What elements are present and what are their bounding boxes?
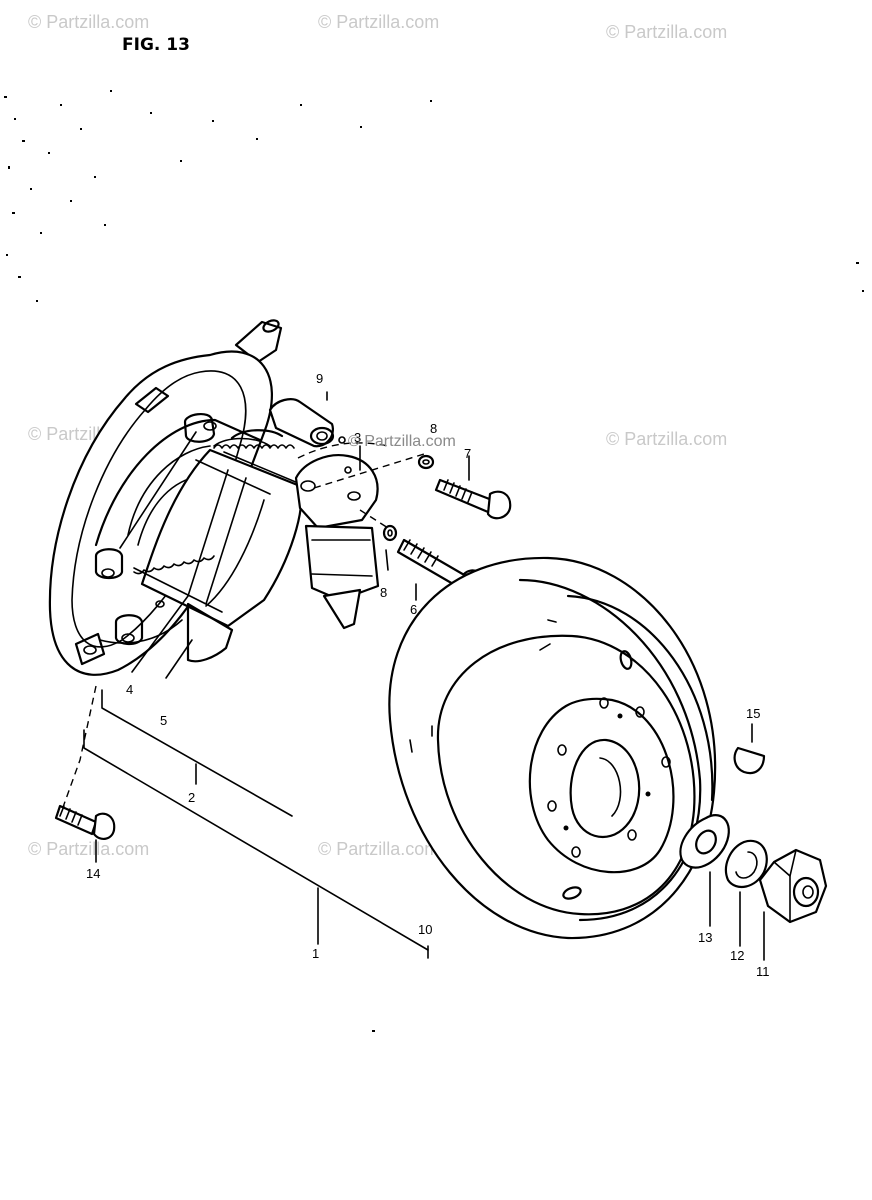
washer-8-top [417,454,435,470]
callout-7: 7 [464,446,471,461]
callout-13: 13 [698,930,712,945]
watermark: © Partzilla.com [348,433,456,450]
callout-leaders [95,391,765,961]
watermark: © Partzilla.com [606,22,727,42]
leader-lines [61,442,425,811]
woodruff-key-15 [733,746,766,775]
callout-14: 14 [86,866,100,881]
callout-15: 15 [746,706,760,721]
callout-3: 3 [354,430,361,445]
generator-coil [133,429,311,663]
washer-13 [679,814,730,869]
callout-5: 5 [160,713,167,728]
screw-7 [434,478,512,520]
lock-washer-12 [724,839,768,889]
callout-8-lower: 8 [380,585,387,600]
spacer-9 [268,398,335,448]
scan-noise [4,90,864,1032]
callout-4: 4 [126,682,133,697]
figure-title: FIG. 13 [122,35,190,55]
stator-plate [48,319,283,676]
callout-11: 11 [756,964,770,979]
flywheel-rotor [388,556,717,940]
callout-12: 12 [730,948,744,963]
watermark: © Partzilla.com [318,12,439,32]
watermarks: © Partzilla.com © Partzilla.com © Partzi… [28,12,727,859]
watermark: © Partzilla.com [606,429,727,449]
pulser-coil [294,436,380,630]
watermark: © Partzilla.com [318,839,439,859]
bolt-14 [54,804,116,840]
watermark: © Partzilla.com [28,839,149,859]
callout-10: 10 [418,922,432,937]
callout-2: 2 [188,790,195,805]
callout-1: 1 [312,946,319,961]
callout-9: 9 [316,371,323,386]
watermark: © Partzilla.com [28,12,149,32]
callout-8-top: 8 [430,421,437,436]
nut-11 [758,848,828,924]
washer-8-lower [382,524,398,542]
brackets [83,689,429,959]
callout-6: 6 [410,602,417,617]
callout-numbers: 9 3 8 7 8 6 4 5 15 2 14 10 1 13 12 11 [86,371,770,979]
